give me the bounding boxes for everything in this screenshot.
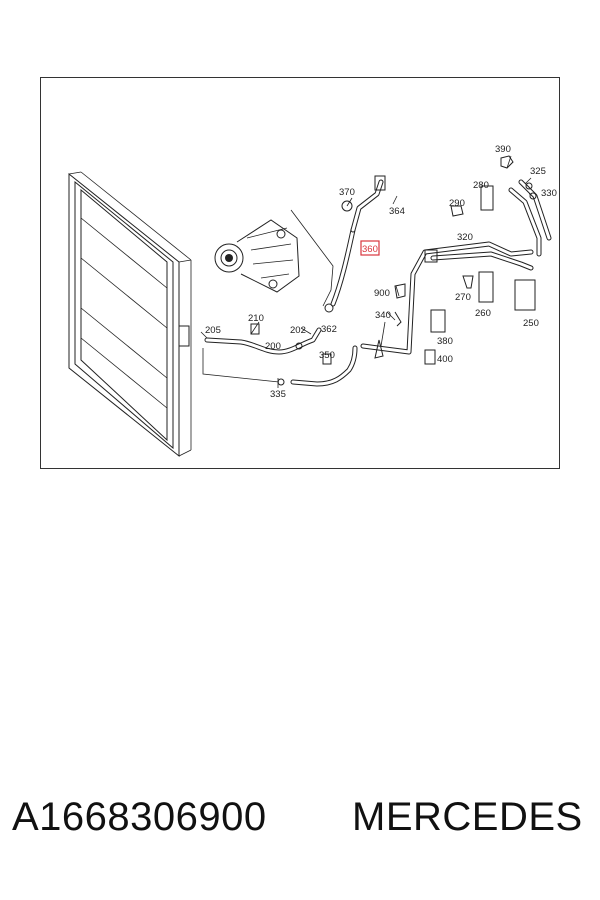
label-280: 280	[473, 180, 489, 191]
label-360: 360	[362, 244, 378, 255]
label-362: 362	[321, 324, 337, 335]
label-200: 200	[265, 341, 281, 352]
label-350: 350	[319, 350, 335, 361]
label-340: 340	[375, 310, 391, 321]
hose-360	[324, 175, 386, 313]
label-380: 380	[437, 336, 453, 347]
label-210: 210	[248, 313, 264, 324]
hose-200	[204, 323, 322, 355]
caption: A1668306900 MERCEDES	[0, 795, 600, 865]
label-335: 335	[270, 389, 286, 400]
label-320: 320	[457, 232, 473, 243]
label-260: 260	[475, 308, 491, 319]
label-400: 400	[437, 354, 453, 365]
label-290: 290	[449, 198, 465, 209]
compressor	[214, 219, 300, 293]
diagram-canvas: 370 364 360 362 390 325 330 280 290 320 …	[68, 144, 557, 458]
label-330: 330	[541, 188, 557, 199]
label-364: 364	[389, 206, 405, 217]
brand-name: MERCEDES	[352, 795, 583, 839]
label-900: 900	[374, 288, 390, 299]
label-325: 325	[530, 166, 546, 177]
label-270: 270	[455, 292, 471, 303]
label-205: 205	[205, 325, 221, 336]
label-250: 250	[523, 318, 539, 329]
small-parts	[374, 155, 537, 365]
hose-350	[277, 345, 358, 387]
part-labels: 370 364 360 362 390 325 330 280 290 320 …	[205, 144, 557, 400]
label-202: 202	[290, 325, 306, 336]
part-number: A1668306900	[12, 795, 267, 839]
condenser	[68, 171, 192, 458]
label-390: 390	[495, 144, 511, 155]
parts-diagram: 370 364 360 362 390 325 330 280 290 320 …	[40, 77, 560, 469]
label-370: 370	[339, 187, 355, 198]
highlight-box-360	[360, 240, 380, 256]
